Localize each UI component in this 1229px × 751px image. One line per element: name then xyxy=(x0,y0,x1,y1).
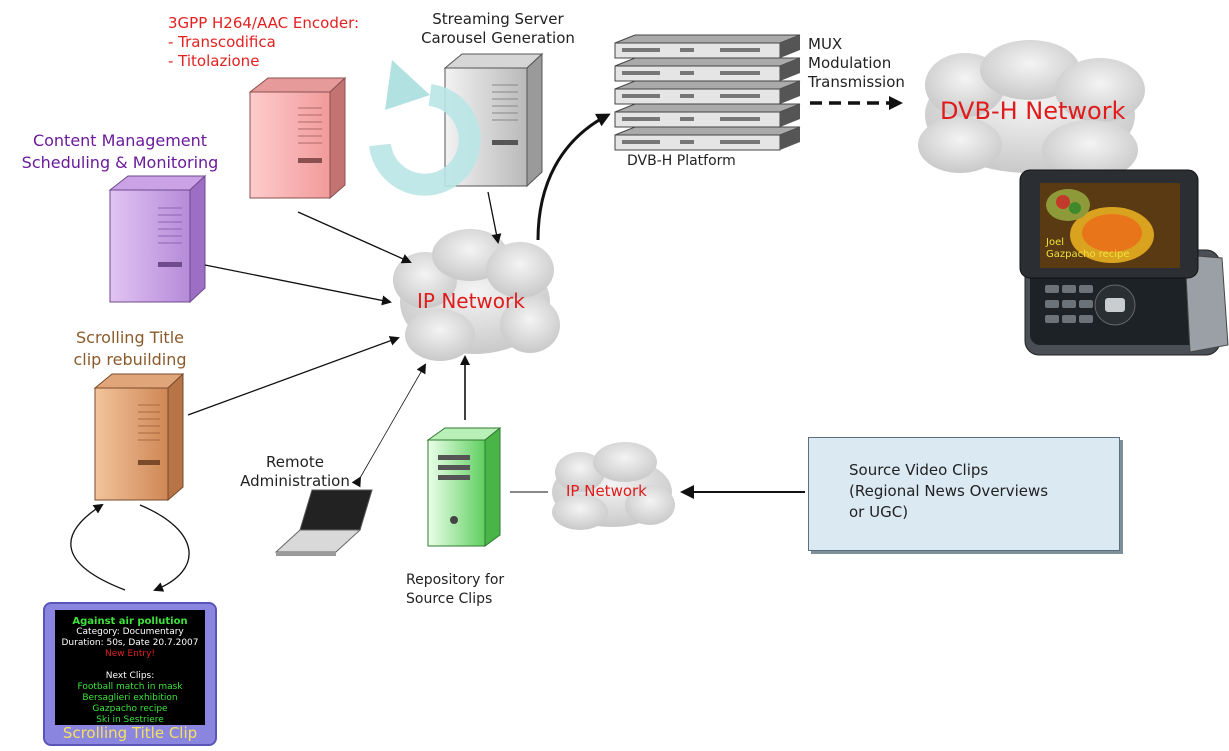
mux-label-line: Modulation xyxy=(808,54,892,72)
dvbh-platform-rack-icon xyxy=(614,34,801,151)
laptop-icon xyxy=(274,489,373,556)
arrow-content-mgmt-to-ip xyxy=(204,264,392,306)
clip-title: Scrolling Title Clip xyxy=(62,724,198,742)
clip-next-item: Gazpacho recipe xyxy=(92,704,168,714)
content-mgmt-label-line: Scheduling & Monitoring xyxy=(21,153,219,172)
clip-screen: Against air pollution Category: Document… xyxy=(55,610,205,725)
source-clips-line: (Regional News Overviews xyxy=(849,482,1049,500)
repository-label-line: Source Clips xyxy=(406,591,493,607)
source-clips-line: or UGC) xyxy=(849,503,909,521)
ip-network-label: IP Network xyxy=(417,289,525,313)
ip-network-small-cloud xyxy=(552,442,675,530)
mux-label-line: MUX xyxy=(808,35,843,53)
scrolling-title-label: Scrolling Title clip rebuilding xyxy=(50,327,210,371)
ip-network-cloud xyxy=(393,229,560,361)
clip-next-item: Football match in mask xyxy=(77,682,183,692)
repository-server-icon xyxy=(426,426,502,547)
content-management-label: Content Management Scheduling & Monitori… xyxy=(5,130,235,174)
remote-label-line: Administration xyxy=(240,472,350,490)
mux-label: MUX Modulation Transmission xyxy=(808,35,905,92)
arrow-clip-to-scrolling-server xyxy=(70,503,126,591)
scrolling-title-server-icon xyxy=(93,372,185,502)
content-management-server-icon xyxy=(108,174,207,304)
clip-category: Category: Documentary xyxy=(76,627,184,637)
arrow-scrolling-server-to-clip xyxy=(139,504,190,592)
encoder-label: 3GPP H264/AAC Encoder: - Transcodifica -… xyxy=(168,14,359,71)
encoder-label-line: - Titolazione xyxy=(168,52,260,70)
streaming-server-label: Streaming Server Carousel Generation xyxy=(408,10,588,48)
clip-next-heading: Next Clips: xyxy=(105,671,155,681)
clip-new-entry: New Entry! xyxy=(104,649,156,659)
carousel-refresh-icon xyxy=(369,60,481,196)
source-clips-line: Source Video Clips xyxy=(849,461,989,479)
arrow-remote-admin xyxy=(351,363,426,488)
clip-next-item: Ski in Sestriere xyxy=(96,715,164,725)
remote-admin-label: Remote Administration xyxy=(240,453,350,491)
phone-caption-line: Gazpacho recipe xyxy=(1046,249,1130,260)
ip-network-small-label: IP Network xyxy=(566,482,647,500)
clip-duration: Duration: 50s, Date 20.7.2007 xyxy=(61,638,199,648)
clip-heading: Against air pollution xyxy=(72,616,188,627)
arrow-scrolling-to-ip xyxy=(187,336,400,416)
dvbh-network-label: DVB-H Network xyxy=(940,97,1126,125)
scrolling-title-clip: Against air pollution Category: Document… xyxy=(43,602,217,746)
scrolling-label-line: Scrolling Title xyxy=(76,328,184,347)
scrolling-label-line: clip rebuilding xyxy=(73,350,187,369)
mux-label-line: Transmission xyxy=(808,73,905,91)
clip-next-item: Bersaglieri exhibition xyxy=(82,693,178,703)
mobile-phone-icon xyxy=(1019,169,1229,356)
encoder-label-line: - Transcodifica xyxy=(168,33,276,51)
remote-label-line: Remote xyxy=(266,453,324,471)
streaming-label-line: Carousel Generation xyxy=(421,29,575,47)
source-clips-text: Source Video Clips (Regional News Overvi… xyxy=(849,460,1048,523)
phone-screen-caption: Joel Gazpacho recipe xyxy=(1046,237,1130,261)
repository-label-line: Repository for xyxy=(406,572,505,588)
arrow-streaming-to-ip xyxy=(487,191,502,244)
arrow-ip-to-platform xyxy=(536,113,611,241)
phone-caption-line: Joel xyxy=(1046,237,1064,248)
repository-label: Repository for Source Clips xyxy=(406,571,504,609)
dvbh-network-cloud xyxy=(918,40,1145,180)
arrow-encoder-to-ip xyxy=(297,211,412,264)
dvbh-platform-label: DVB-H Platform xyxy=(627,153,736,169)
content-mgmt-label-line: Content Management xyxy=(32,131,208,150)
source-video-clips-box: Source Video Clips (Regional News Overvi… xyxy=(808,437,1120,551)
streaming-label-line: Streaming Server xyxy=(432,10,564,28)
encoder-server-icon xyxy=(248,76,347,200)
encoder-label-line: 3GPP H264/AAC Encoder: xyxy=(168,14,360,32)
